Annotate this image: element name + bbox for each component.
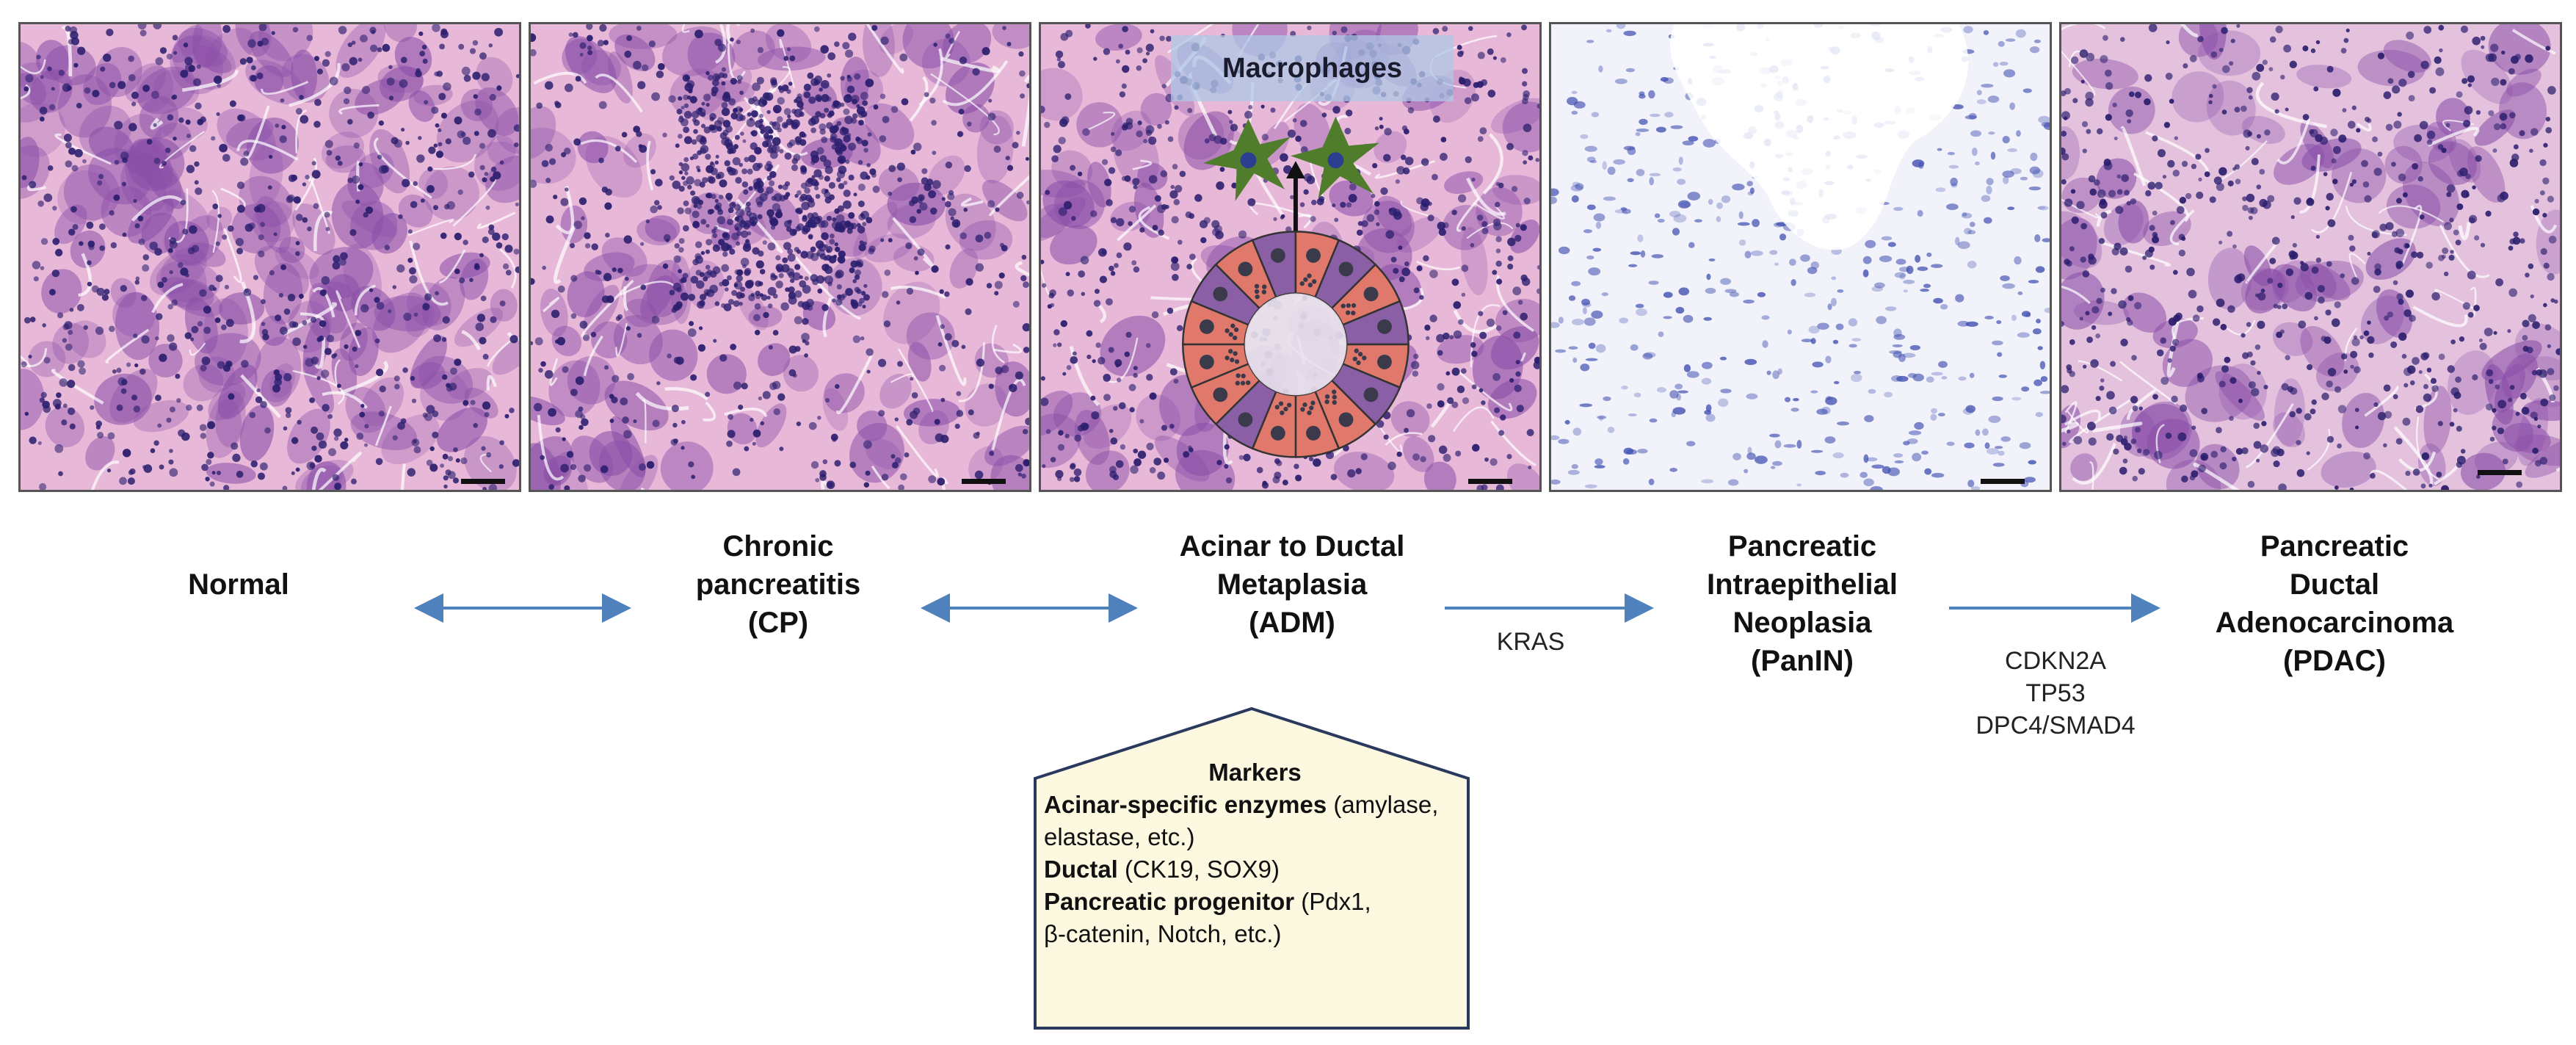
panel-pdac: [2059, 22, 2562, 492]
panel-adm: [1039, 22, 1542, 492]
stage-label-panin: Pancreatic Intraepithelial Neoplasia (Pa…: [1706, 530, 1898, 677]
macrophage-icon: [1203, 118, 1291, 201]
scale-bar: [1981, 479, 2025, 484]
histology-cp-image: [531, 24, 1029, 490]
panel-normal: [18, 22, 521, 492]
histology-normal-image: [21, 24, 519, 490]
macrophage-icon: [1290, 116, 1379, 198]
gene-label-dpc4-smad4: DPC4/SMAD4: [1975, 712, 2136, 740]
adm-acinar-ductal-ring-icon: [1182, 231, 1409, 458]
histology-pdac-image: [2061, 24, 2560, 490]
stage-label-normal: Normal: [188, 568, 289, 601]
panel-chronic-pancreatitis: [529, 22, 1031, 492]
marker-acinar: Acinar-specific enzymes (amylase,: [1044, 791, 1439, 818]
stage-label-pdac: Pancreatic Ductal Adenocarcinoma (PDAC): [2215, 530, 2454, 677]
markers-text: Markers Acinar-specific enzymes (amylase…: [1044, 756, 1466, 950]
markers-callout: [1031, 705, 1472, 1032]
histology-panin-image: [1551, 24, 2050, 490]
gene-label-cdkn2a: CDKN2A: [2005, 647, 2106, 675]
scale-bar: [962, 479, 1006, 484]
scale-bar: [1468, 479, 1512, 484]
histology-adm-image: [1041, 24, 1539, 490]
scale-bar: [2478, 470, 2522, 475]
stage-label-adm: Acinar to Ductal Metaplasia (ADM): [1179, 530, 1405, 639]
marker-progenitor-cont: β-catenin, Notch, etc.): [1044, 920, 1282, 947]
marker-progenitor: Pancreatic progenitor (Pdx1,: [1044, 888, 1371, 915]
panel-panin: [1549, 22, 2052, 492]
marker-acinar-cont: elastase, etc.): [1044, 823, 1195, 850]
stage-label-cp: Chronic pancreatitis (CP): [695, 530, 861, 639]
markers-title: Markers: [1208, 759, 1302, 786]
marker-ductal: Ductal (CK19, SOX9): [1044, 856, 1280, 883]
macrophages-label: Macrophages: [1171, 35, 1454, 101]
gene-labels-late: CDKN2A TP53 DPC4/SMAD4: [1931, 645, 2180, 742]
scale-bar: [461, 479, 505, 484]
gene-label-kras: KRAS: [1496, 628, 1565, 656]
gene-label-tp53: TP53: [2025, 679, 2086, 707]
